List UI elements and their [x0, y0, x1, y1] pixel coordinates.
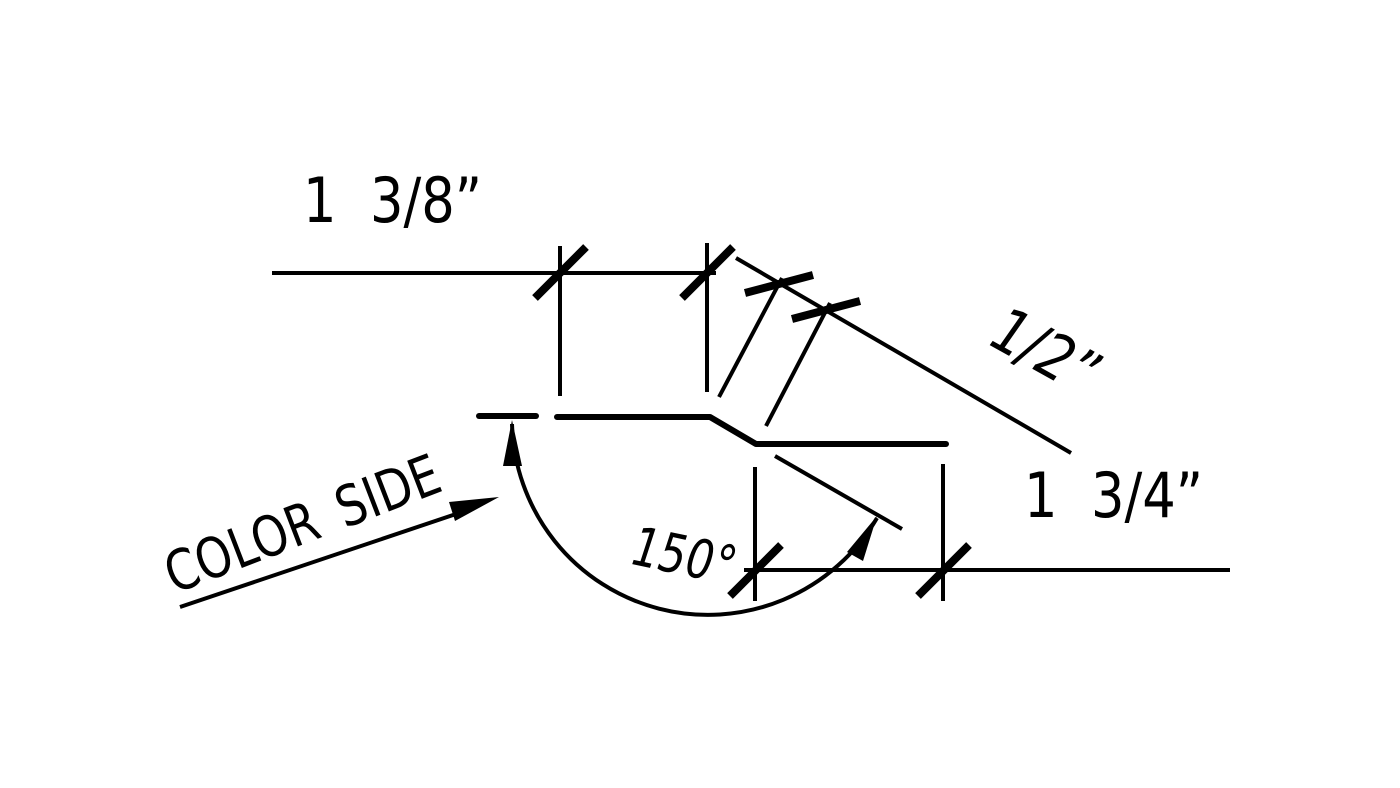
- dimension-leader-line: [734, 256, 1073, 455]
- trim-profile: [554, 414, 949, 447]
- dimension-bottom-width: 1 3/4”: [727, 460, 1230, 601]
- callout-leader-line: [179, 510, 463, 609]
- dimension-label-bend-length: 1/2”: [975, 294, 1115, 409]
- tick-mark: [915, 542, 972, 599]
- dimension-top-width: 1 3/8”: [272, 165, 736, 396]
- dimension-label-top-width: 1 3/8”: [303, 165, 482, 237]
- tick-mark: [790, 297, 862, 323]
- color-side-label: COLOR SIDE: [156, 442, 450, 607]
- arrowhead: [847, 516, 877, 561]
- tick-mark: [532, 244, 589, 301]
- profile-outline: [554, 414, 949, 447]
- extension-line: [717, 277, 784, 398]
- dimension-label-bend-angle: 150°: [623, 515, 745, 598]
- arrowhead: [503, 420, 522, 466]
- extension-line: [764, 302, 832, 427]
- arrowhead: [449, 497, 499, 521]
- dimension-label-bottom-width: 1 3/4”: [1024, 460, 1203, 532]
- tick-mark: [679, 244, 736, 301]
- tick-mark: [743, 271, 815, 297]
- angle-reference-line: [774, 454, 903, 531]
- tick-mark: [727, 542, 784, 599]
- color-side-callout: COLOR SIDE: [156, 442, 499, 609]
- dimension-bend-length: 1/2”: [717, 256, 1116, 455]
- angle-arc: [510, 423, 879, 617]
